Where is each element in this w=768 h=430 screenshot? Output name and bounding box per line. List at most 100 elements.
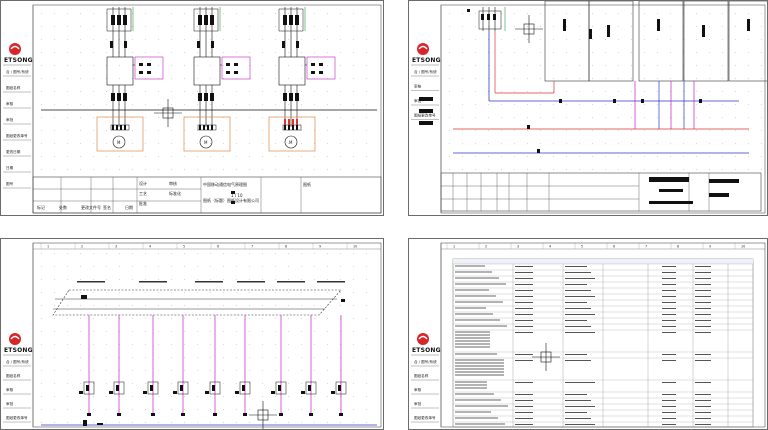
grid-dot [93,91,94,92]
grid-dot [592,52,593,53]
grid-dot [353,169,354,170]
sidebar-label: 更改日期 [6,149,21,154]
grid-dot [132,156,133,157]
grid-dot [449,130,450,131]
grid-dot [132,422,133,423]
grid-dot [618,65,619,66]
grid-dot [223,279,224,280]
cell-text [565,272,591,273]
grid-dot [132,130,133,131]
grid-dot [501,52,502,53]
grid-dot [353,279,354,280]
grid-dot [145,91,146,92]
grid-dot [722,13,723,14]
grid-dot [449,39,450,40]
grid-dot [132,266,133,267]
grid-dot [327,383,328,384]
column-title [139,281,167,283]
cell-text [455,343,490,345]
grid-dot [696,26,697,27]
grid-dot [41,65,42,66]
redacted-title [709,179,739,183]
grid-dot [501,78,502,79]
grid-dot [449,156,450,157]
grid-dot [93,104,94,105]
grid-dot [709,26,710,27]
logo-icon [9,43,21,55]
grid-dot [605,65,606,66]
grid-dot [223,344,224,345]
grid-dot [340,104,341,105]
grid-dot [301,357,302,358]
grid-dot [722,26,723,27]
grid-dot [488,143,489,144]
grid-dot [301,78,302,79]
grid-dot [41,156,42,157]
grid-dot [171,156,172,157]
grid-dot [462,91,463,92]
grid-dot [340,383,341,384]
cell-text [695,332,711,333]
grid-dot [67,13,68,14]
grid-dot [67,305,68,306]
device-tag [143,391,147,394]
grid-dot [262,104,263,105]
grid-dot [67,396,68,397]
grid-dot [709,52,710,53]
grid-dot [605,13,606,14]
terminal-pin [292,125,294,130]
grid-dot [80,357,81,358]
grid-dot [301,143,302,144]
title-label: 更改文件号 [81,204,101,210]
crosshair-marker [540,351,552,363]
grid-dot [223,26,224,27]
grid-dot [353,396,354,397]
terminal [282,41,285,48]
grid-dot [106,409,107,410]
grid-dot [106,26,107,27]
grid-dot [158,318,159,319]
grid-dot [106,383,107,384]
grid-dot [657,104,658,105]
grid-dot [301,39,302,40]
grid-dot [592,143,593,144]
grid-dot [353,52,354,53]
device-tag [301,391,305,394]
grid-dot [618,104,619,105]
cell-text [455,381,487,383]
junction [641,99,644,103]
grid-dot [80,78,81,79]
grid-dot [353,370,354,371]
grid-dot [197,39,198,40]
grid-dot [314,143,315,144]
column-title [237,281,265,283]
redacted-title [709,193,729,197]
grid-dot [340,78,341,79]
grid-dot [171,130,172,131]
grid-dot [249,104,250,105]
grid-dot [327,370,328,371]
breaker-contact [123,15,127,25]
grid-dot [158,331,159,332]
grid-dot [314,409,315,410]
grid-dot [579,91,580,92]
grid-dot [722,52,723,53]
cell-text [455,359,504,361]
grid-dot [735,143,736,144]
grid-dot [501,65,502,66]
grid-dot [275,65,276,66]
grid-dot [275,383,276,384]
cell-text [455,295,496,297]
grid-dot [657,156,658,157]
grid-dot [80,396,81,397]
grid-dot [223,331,224,332]
grid-dot [353,39,354,40]
grid-dot [488,91,489,92]
cell-text [662,290,676,291]
grid-dot [301,52,302,53]
grid-dot [54,169,55,170]
